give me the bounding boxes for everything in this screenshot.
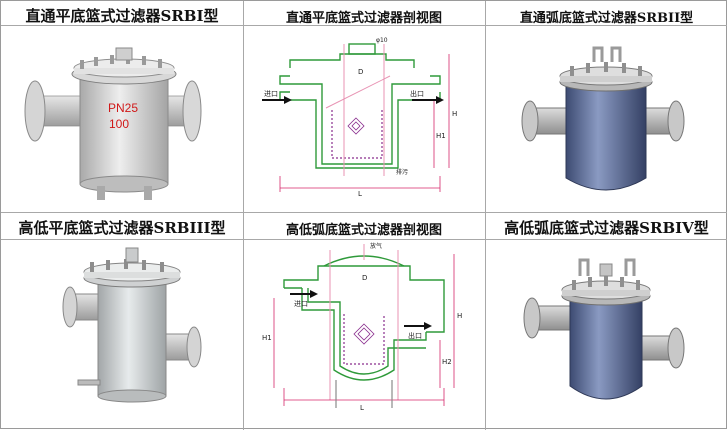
- outlet-label: 出口: [408, 331, 422, 340]
- grid-line: [243, 1, 244, 430]
- caption-srbiv-section: 高低弧底篮式过滤器剖视图: [285, 223, 442, 238]
- grid-line: [1, 239, 727, 240]
- label-d: D: [362, 274, 367, 282]
- photo-srbiv: [486, 240, 727, 429]
- dn-marking: 100: [109, 117, 129, 131]
- label-l: L: [360, 404, 364, 412]
- photo-srbiii: [2, 240, 243, 429]
- grid-line: [485, 1, 486, 430]
- grid-line: [1, 25, 727, 26]
- label-h2: H2: [442, 358, 452, 366]
- caption-srbi: 直通平底篮式过滤器SRBI型: [25, 7, 219, 25]
- label-drain: 排污: [396, 168, 408, 176]
- caption-srbi-section: 直通平底篮式过滤器剖视图: [285, 11, 442, 26]
- label-top: φ10: [376, 37, 388, 44]
- label-d: D: [358, 68, 363, 76]
- section-drawing-srbiv: 进口 出口 D L H H1 H2 放气: [244, 240, 485, 429]
- outlet-label: 出口: [410, 89, 424, 98]
- grid-line: [1, 212, 727, 213]
- photo-srbi: PN25 100: [2, 26, 243, 212]
- pn-marking: PN25: [108, 101, 138, 115]
- label-l: L: [358, 190, 362, 198]
- inlet-label: 进口: [294, 300, 308, 308]
- section-drawing-srbi: 进口 出口 D L H H1 φ10 排污: [244, 26, 485, 212]
- label-h1: H1: [262, 334, 272, 342]
- photo-srbii: [486, 26, 727, 212]
- label-h: H: [457, 312, 462, 320]
- label-top: 放气: [370, 242, 382, 250]
- inlet-label: 进口: [264, 90, 278, 98]
- caption-srbiv: 高低弧底篮式过滤器SRBIV型: [504, 219, 709, 237]
- label-h: H: [452, 110, 457, 118]
- caption-srbiii: 高低平底篮式过滤器SRBIII型: [18, 219, 226, 237]
- label-h1: H1: [436, 132, 446, 140]
- caption-srbii: 直通弧底篮式过滤器SRBII型: [519, 11, 694, 26]
